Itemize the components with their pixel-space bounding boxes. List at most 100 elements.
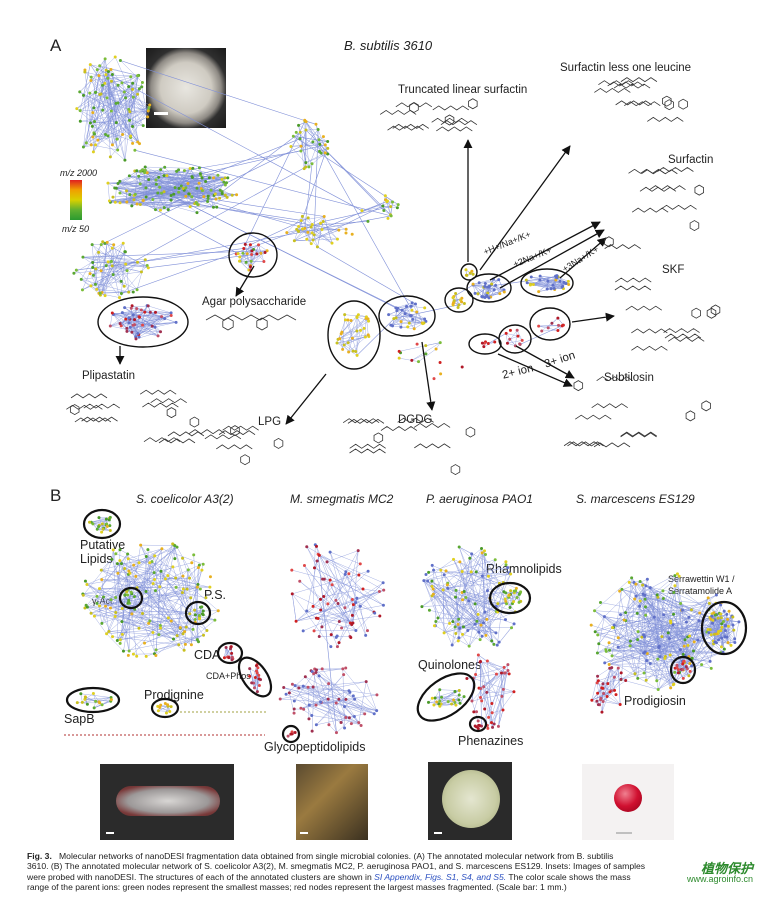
network-edge xyxy=(434,558,471,626)
network-node xyxy=(347,689,351,693)
network-node xyxy=(436,616,440,620)
network-node xyxy=(108,324,112,328)
network-node xyxy=(85,605,89,609)
structure-chain xyxy=(660,204,697,210)
network-edge xyxy=(296,589,384,622)
network-edge xyxy=(184,150,302,171)
network-edge xyxy=(303,606,361,632)
network-node xyxy=(317,634,321,638)
network-edge xyxy=(317,554,337,733)
network-node xyxy=(396,306,400,310)
network-edge xyxy=(433,570,437,622)
network-edge xyxy=(402,309,417,313)
structure-chain xyxy=(431,117,468,123)
network-node xyxy=(344,666,348,670)
network-edge xyxy=(674,585,694,652)
network-node xyxy=(90,243,94,247)
network-node xyxy=(622,618,626,622)
network-node xyxy=(159,569,163,573)
network-edge xyxy=(533,284,563,287)
network-node xyxy=(225,195,229,199)
network-node xyxy=(118,58,122,62)
network-node xyxy=(334,731,338,735)
network-edge xyxy=(171,195,403,311)
network-node xyxy=(608,648,612,652)
network-node xyxy=(223,183,227,187)
network-node xyxy=(114,121,118,125)
network-edge xyxy=(119,271,142,298)
network-edge xyxy=(157,704,168,707)
network-node xyxy=(245,252,249,256)
network-node xyxy=(188,612,192,616)
network-edge xyxy=(335,702,345,729)
network-node xyxy=(490,639,494,643)
network-node xyxy=(619,671,623,675)
cluster-dgdg xyxy=(378,295,436,337)
network-edge xyxy=(541,317,559,332)
network-edge xyxy=(258,244,268,251)
network-node xyxy=(476,719,480,723)
network-node xyxy=(675,665,679,669)
network-edge xyxy=(438,696,465,705)
network-edge xyxy=(158,710,170,712)
network-node xyxy=(669,686,673,690)
network-edge xyxy=(438,691,456,705)
network-node xyxy=(451,302,455,306)
network-node xyxy=(137,174,141,178)
network-node xyxy=(88,272,92,276)
network-edge xyxy=(106,633,124,652)
structure-chain xyxy=(594,87,631,93)
network-edge xyxy=(462,571,500,584)
network-node xyxy=(121,133,125,137)
network-node xyxy=(118,201,122,205)
network-node xyxy=(326,139,330,143)
network-node xyxy=(172,192,176,196)
caption-si-link[interactable]: SI Appendix, Figs. S1, S4, and S5. xyxy=(374,871,507,882)
network-edge xyxy=(319,580,331,637)
network-node xyxy=(614,693,618,697)
network-edge xyxy=(104,244,114,296)
network-node xyxy=(492,642,496,646)
network-node xyxy=(457,617,461,621)
network-edge xyxy=(112,636,179,646)
network-node xyxy=(120,620,124,624)
network-edge xyxy=(495,285,505,291)
network-edge xyxy=(295,599,321,622)
network-node xyxy=(365,629,369,633)
label-phenazines: Phenazines xyxy=(458,734,524,748)
network-edge xyxy=(296,605,384,622)
network-node xyxy=(91,150,95,154)
network-node xyxy=(364,680,368,684)
network-edge xyxy=(286,228,303,233)
network-node xyxy=(101,527,105,531)
structure-chain xyxy=(81,416,118,422)
structure-chain xyxy=(139,389,177,395)
network-node xyxy=(213,192,217,196)
network-edge xyxy=(677,573,684,655)
network-node xyxy=(207,176,211,180)
network-node xyxy=(454,703,458,707)
network-node xyxy=(666,631,670,635)
network-node xyxy=(225,181,229,185)
structure-chain xyxy=(216,444,253,450)
network-node xyxy=(128,571,132,575)
network-node xyxy=(729,643,733,647)
network-node xyxy=(223,193,227,197)
network-node xyxy=(127,107,131,111)
network-node xyxy=(503,671,507,675)
network-edge xyxy=(337,603,352,638)
network-node xyxy=(700,663,704,667)
network-node xyxy=(423,306,427,310)
network-node xyxy=(144,195,148,199)
network-edge xyxy=(631,577,685,647)
network-node xyxy=(458,560,462,564)
network-edge xyxy=(93,83,133,153)
network-edge xyxy=(438,690,460,705)
network-node xyxy=(731,623,735,627)
network-node xyxy=(107,630,111,634)
network-node xyxy=(159,703,163,707)
network-node xyxy=(118,559,122,563)
network-node xyxy=(482,345,486,349)
network-node xyxy=(297,686,301,690)
network-node xyxy=(120,606,124,610)
